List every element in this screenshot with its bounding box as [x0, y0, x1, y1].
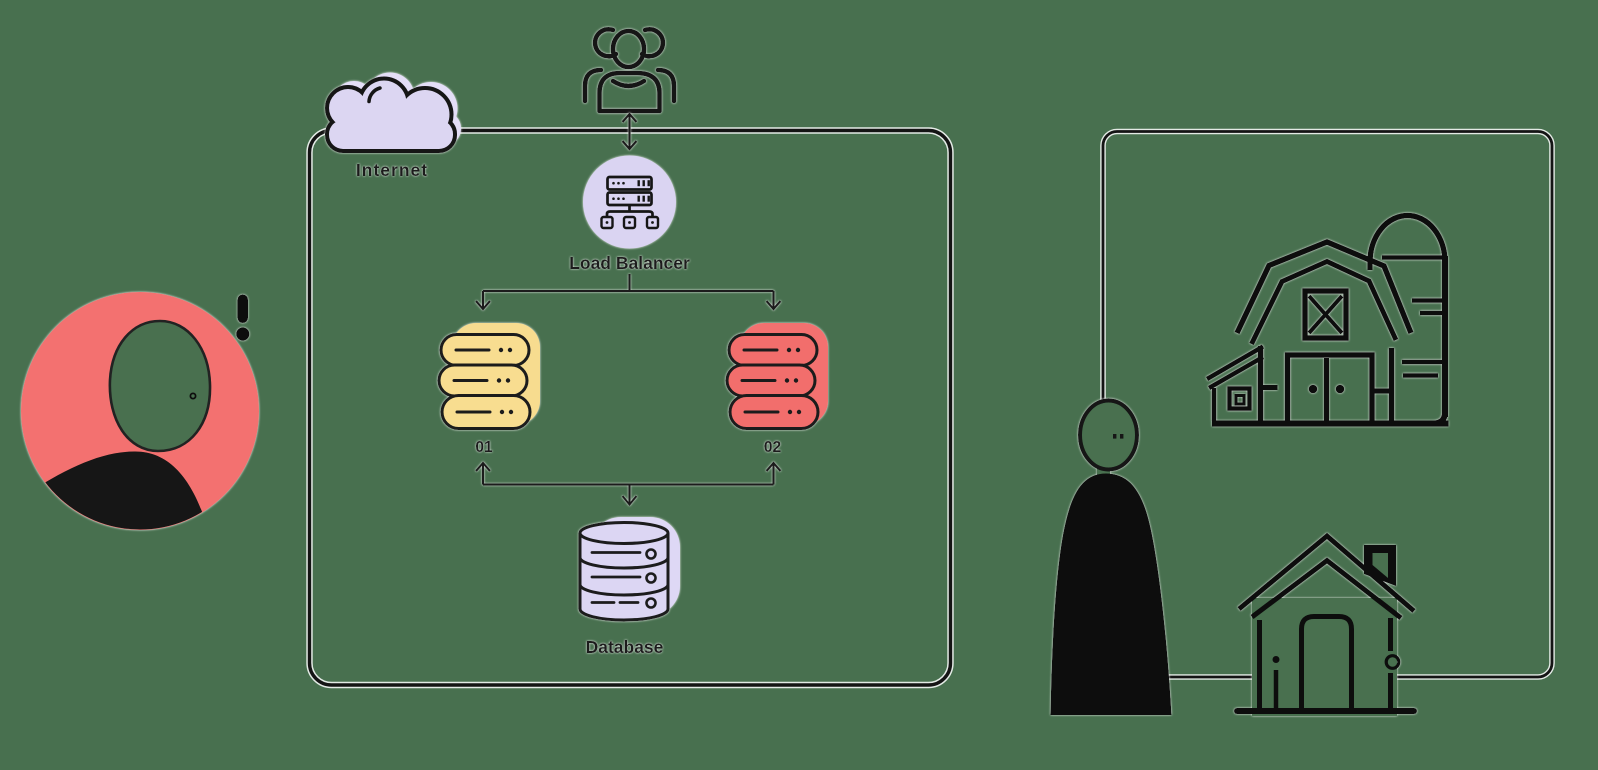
svg-text:Internet: Internet	[356, 160, 428, 180]
svg-text:Database: Database	[586, 637, 664, 657]
svg-text:Load Balancer: Load Balancer	[569, 253, 690, 273]
svg-text:01: 01	[475, 439, 493, 456]
svg-text:02: 02	[764, 439, 781, 456]
